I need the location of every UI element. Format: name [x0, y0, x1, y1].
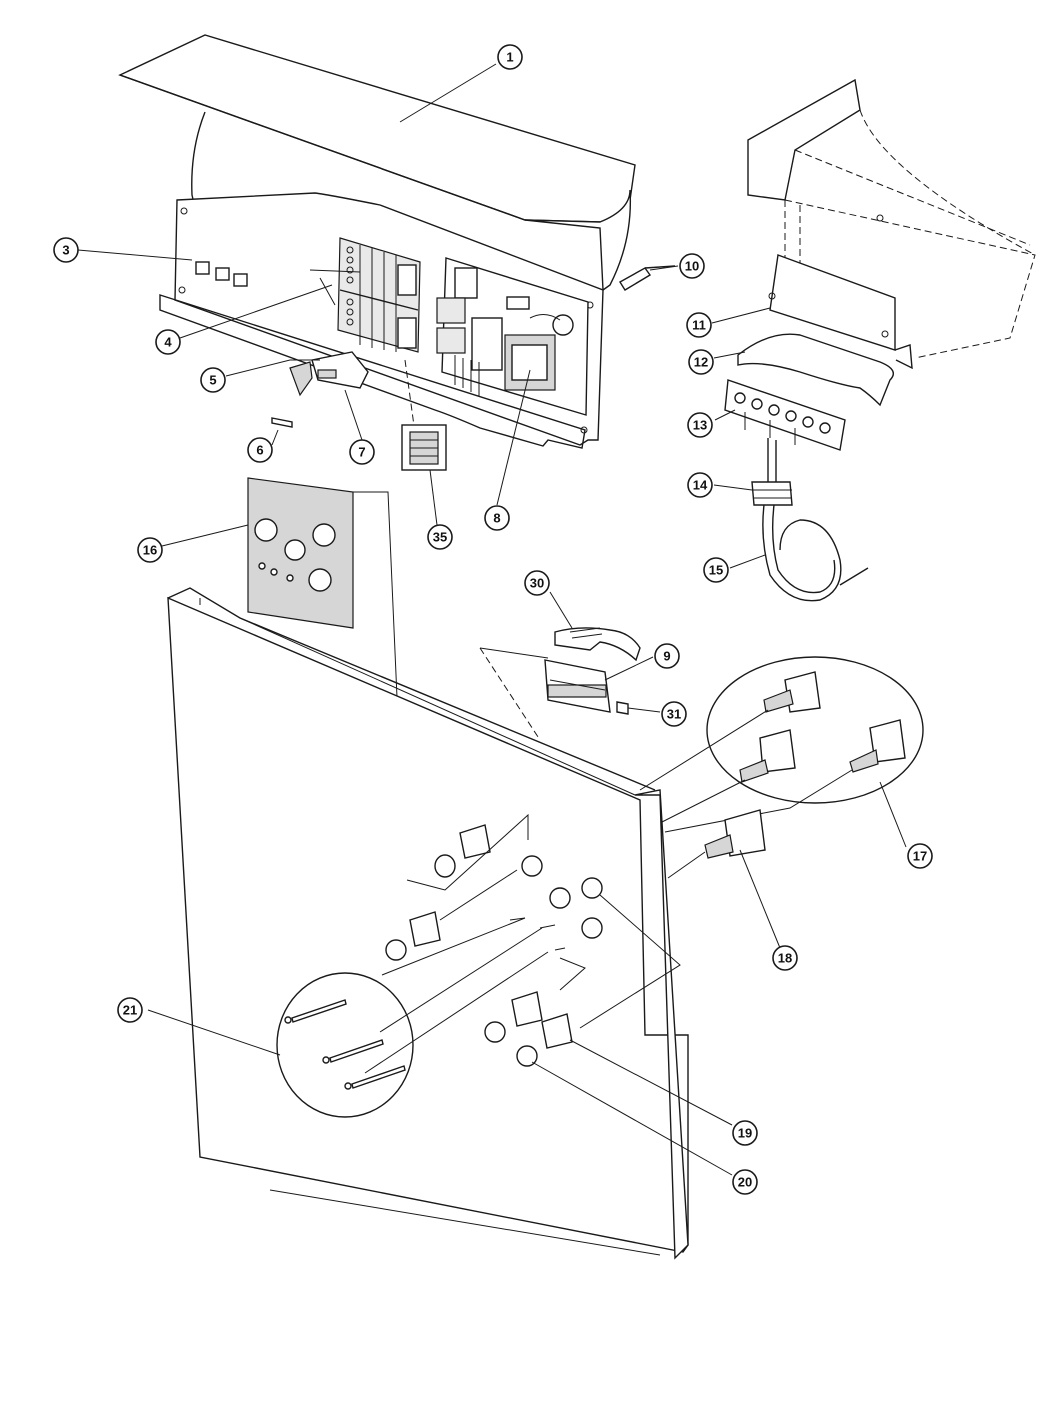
callout-7: 7	[349, 439, 375, 465]
callout-13-label: 13	[693, 418, 707, 433]
switch-b	[739, 729, 796, 783]
callout-5: 5	[200, 367, 226, 393]
callout-8: 8	[484, 505, 510, 531]
callout-18-label: 18	[778, 951, 792, 966]
fuse-part	[271, 417, 293, 428]
callout-3: 3	[53, 237, 79, 263]
cable-gland-part	[751, 438, 793, 506]
callout-14: 14	[687, 472, 713, 498]
callout-30-label: 30	[530, 576, 544, 591]
small-transformer-part	[401, 424, 447, 471]
callout-11-label: 11	[692, 318, 706, 333]
callout-16-label: 16	[143, 543, 157, 558]
callout-20: 20	[732, 1169, 758, 1195]
control-circuit-board-part	[436, 257, 589, 416]
cable-connector-part	[619, 265, 676, 291]
callout-35: 35	[427, 524, 453, 550]
callout-31-label: 31	[667, 707, 681, 722]
rotary-switch-group-part	[639, 656, 924, 833]
callout-15: 15	[703, 557, 729, 583]
callout-18: 18	[772, 945, 798, 971]
callout-5-label: 5	[209, 373, 216, 388]
door-switch-part	[289, 351, 369, 397]
terminal-block-part	[724, 379, 846, 451]
ribbon-cable-part	[554, 627, 641, 662]
callout-11: 11	[686, 312, 712, 338]
switch-c	[849, 719, 906, 773]
callout-8-label: 8	[493, 511, 500, 526]
callout-31: 31	[661, 701, 687, 727]
callout-4-label: 4	[164, 335, 172, 350]
callout-7-label: 7	[358, 445, 365, 460]
callout-21: 21	[117, 997, 143, 1023]
callout-14-label: 14	[693, 478, 708, 493]
callout-6-label: 6	[256, 443, 263, 458]
connector-board-part	[544, 659, 611, 713]
callout-16: 16	[137, 537, 163, 563]
callout-9: 9	[654, 643, 680, 669]
callout-15-label: 15	[709, 563, 723, 578]
power-cable-part	[762, 504, 869, 602]
callout-9-label: 9	[663, 649, 670, 664]
callout-17: 17	[907, 843, 933, 869]
appliance-corner-outline	[747, 78, 1036, 359]
screw-part	[616, 701, 629, 715]
single-switch-part	[667, 809, 766, 879]
leader-lines	[77, 63, 907, 1176]
callout-1-label: 1	[506, 50, 513, 65]
callout-1: 1	[497, 44, 523, 70]
callout-3-label: 3	[62, 243, 69, 258]
callout-19: 19	[732, 1120, 758, 1146]
callout-10: 10	[679, 253, 705, 279]
relay-terminal-blocks-part	[337, 237, 421, 353]
callout-17-label: 17	[913, 849, 927, 864]
callout-4: 4	[155, 329, 181, 355]
callout-12-label: 12	[694, 355, 708, 370]
callout-21-label: 21	[123, 1003, 137, 1018]
cover-plate-part	[737, 333, 894, 407]
callout-12: 12	[688, 349, 714, 375]
control-panel-overlay-part	[247, 477, 431, 889]
switch-a	[763, 671, 821, 713]
callout-20-label: 20	[738, 1175, 752, 1190]
callout-13: 13	[687, 412, 713, 438]
callout-35-label: 35	[433, 530, 447, 545]
mounting-bracket-part	[768, 254, 913, 370]
indicator-lamps-and-knobs	[364, 813, 681, 1074]
callout-6: 6	[247, 437, 273, 463]
indicator-pin-group-part	[276, 972, 414, 1118]
callout-10-label: 10	[685, 259, 699, 274]
callout-19-label: 19	[738, 1126, 752, 1141]
callout-30: 30	[524, 570, 550, 596]
